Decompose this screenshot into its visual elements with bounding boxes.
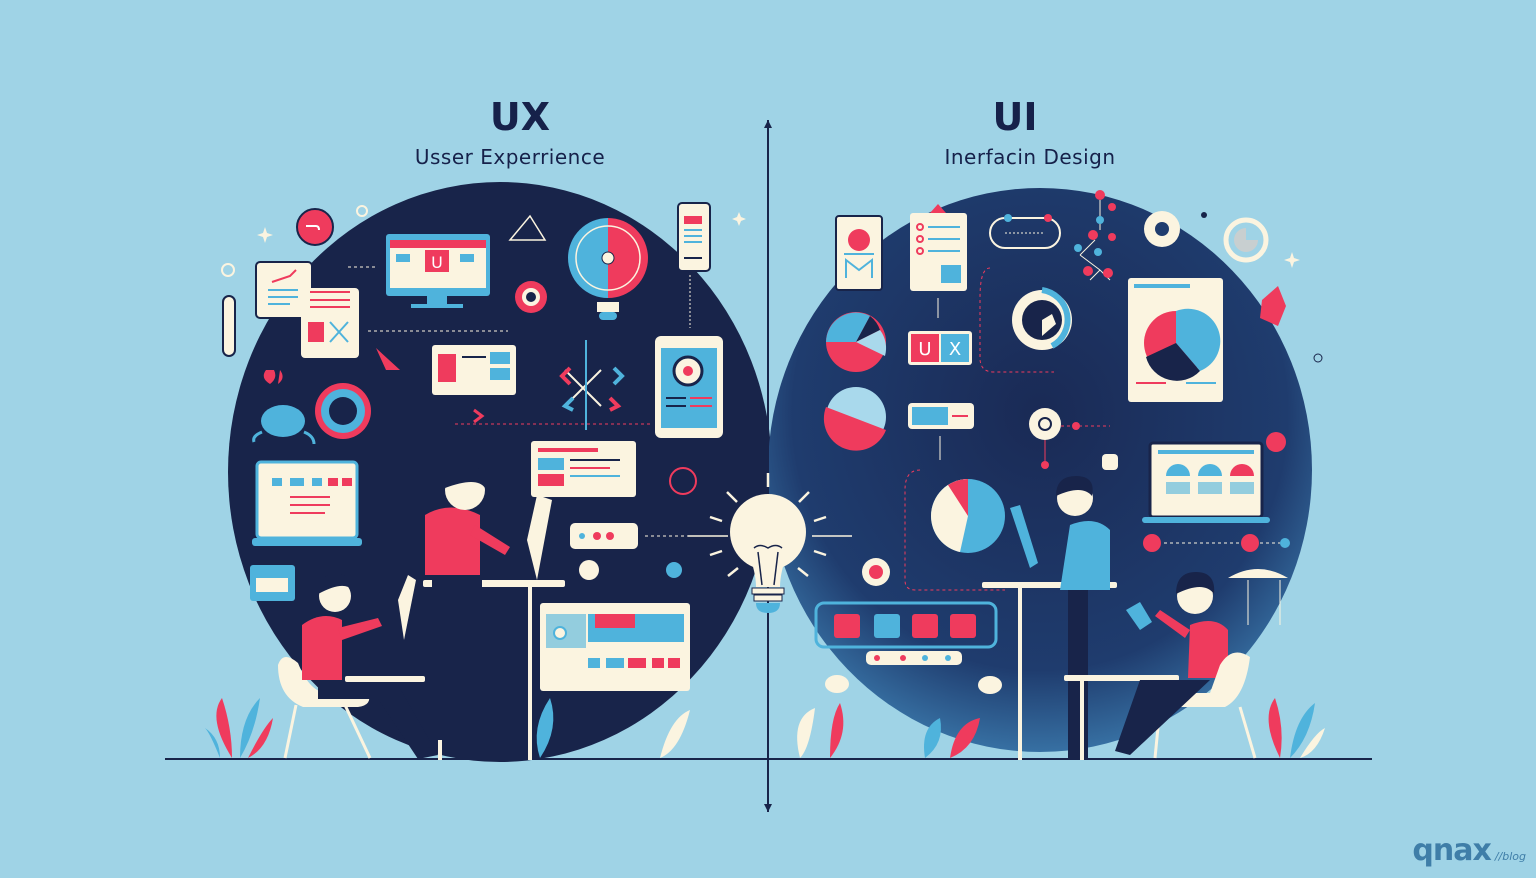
plant-left bbox=[205, 698, 273, 758]
lightbulb-icon bbox=[688, 473, 852, 613]
logo-tag: //blog bbox=[1494, 850, 1526, 863]
person-red-ui bbox=[1064, 572, 1257, 760]
ux-subtitle: Usser Experrience bbox=[414, 145, 606, 169]
svg-text:U: U bbox=[918, 339, 931, 360]
dashboard-window bbox=[540, 603, 690, 691]
flow-buttons bbox=[814, 601, 998, 665]
ui-subtitle: Inerfacin Design bbox=[944, 145, 1116, 169]
monitor-ux: U bbox=[386, 234, 490, 308]
svg-text:X: X bbox=[949, 339, 961, 360]
pie-chart-3 bbox=[931, 479, 1005, 553]
report-card bbox=[1128, 278, 1223, 402]
pie-chart-2 bbox=[823, 387, 886, 451]
ui-title: UI bbox=[992, 95, 1038, 139]
gear-icon bbox=[315, 383, 371, 439]
logo-brand: qnax bbox=[1412, 833, 1491, 868]
ux-tile: U X bbox=[908, 331, 972, 365]
tablet bbox=[655, 336, 723, 438]
qnax-logo[interactable]: qnax //blog bbox=[1412, 833, 1526, 868]
ux-title: UX bbox=[489, 95, 551, 139]
split-bulb bbox=[568, 218, 648, 320]
plant-right bbox=[1268, 698, 1325, 758]
laptop-left bbox=[252, 460, 362, 546]
network-icon bbox=[1074, 190, 1116, 281]
laptop-right bbox=[1142, 441, 1270, 523]
person-seated-ux bbox=[278, 574, 438, 759]
pie-chart-1 bbox=[826, 312, 887, 372]
person-standing-ux bbox=[423, 466, 565, 760]
vertical-divider bbox=[764, 120, 772, 812]
svg-text:U: U bbox=[431, 253, 443, 272]
